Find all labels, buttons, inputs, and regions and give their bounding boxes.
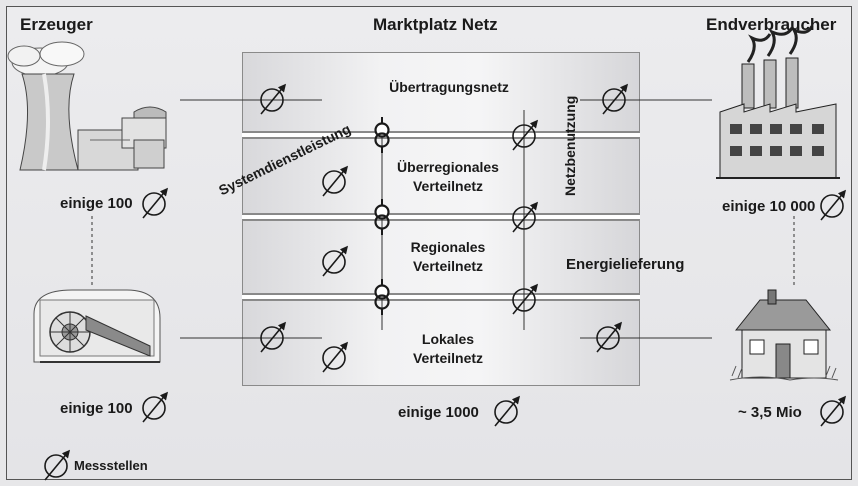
network-separator [242, 132, 640, 138]
producer-title: Erzeuger [20, 15, 93, 34]
meter-icon [821, 397, 845, 426]
meter-icon [513, 285, 537, 314]
network-level-supraregional [242, 138, 640, 214]
meter-icon [45, 451, 69, 480]
meter-icon [513, 203, 537, 232]
level-label-transmission: Übertragungsnetz [389, 79, 509, 95]
network-separator [242, 294, 640, 300]
network-level-regional [242, 220, 640, 294]
transformer-icon [374, 277, 390, 317]
legend-label: Messstellen [74, 458, 148, 473]
network-separator [242, 214, 640, 220]
network-level-transmission [242, 52, 640, 132]
consumer-title: Endverbraucher [706, 15, 837, 34]
network-count: einige 1000 [398, 404, 479, 421]
network-level-local [242, 300, 640, 386]
producer-count-bottom: einige 100 [60, 400, 133, 417]
meter-icon [143, 189, 167, 218]
meter-icon [821, 191, 845, 220]
meter-icon [513, 121, 537, 150]
consumer-household-count: ~ 3,5 Mio [738, 404, 802, 421]
hydro-plant-icon [33, 289, 161, 363]
house-icon [729, 289, 839, 381]
energy-supply-label: Energielieferung [566, 256, 685, 273]
grid-usage-label: Netzbenutzung [562, 95, 578, 196]
factory-icon [716, 25, 840, 179]
transformer-icon [374, 115, 390, 155]
meter-icon [495, 397, 519, 426]
power-plant-icon [7, 41, 167, 171]
producer-count-top: einige 100 [60, 195, 133, 212]
level-label-local: Lokales Verteilnetz [412, 331, 484, 366]
network-title: Marktplatz Netz [373, 15, 498, 34]
meter-icon [323, 343, 347, 372]
meter-icon [143, 393, 167, 422]
meter-icon [323, 167, 347, 196]
transformer-icon [374, 197, 390, 237]
level-label-supraregional: Überregionales Verteilnetz [397, 159, 499, 194]
level-label-regional: Regionales Verteilnetz [410, 239, 486, 274]
meter-icon [323, 247, 347, 276]
consumer-industry-count: einige 10 000 [722, 198, 816, 215]
